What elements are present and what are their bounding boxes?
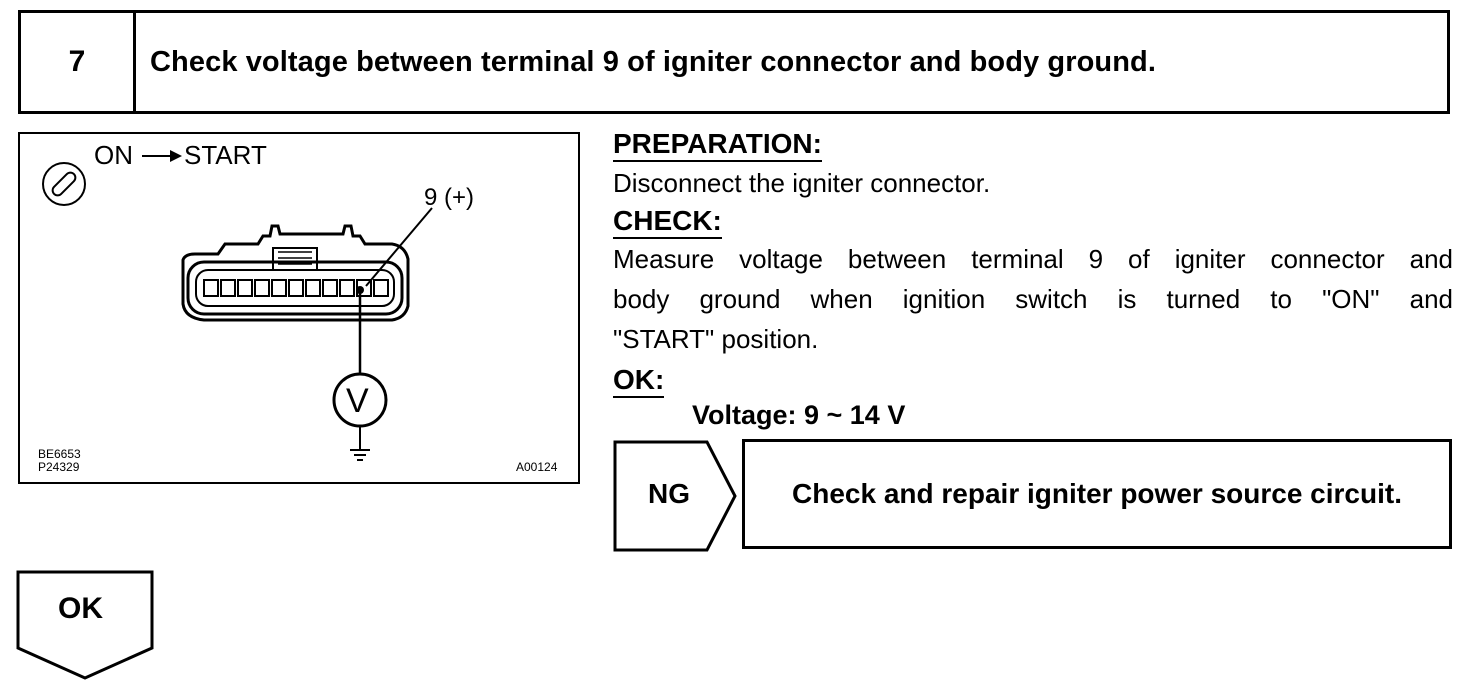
ok-heading: OK: [613, 364, 665, 398]
ignition-key-icon [42, 162, 86, 206]
ground-symbol-icon [350, 426, 370, 461]
ng-label: NG [648, 478, 690, 509]
preparation-heading: PREPARATION: [613, 128, 822, 162]
terminal-label: 9 (+) [424, 184, 475, 211]
preparation-text: Disconnect the igniter connector. [613, 168, 991, 198]
ok-label: OK [58, 592, 103, 625]
ignition-start-label: START [184, 140, 267, 170]
terminal-row [203, 279, 389, 297]
ok-arrow-shape [16, 570, 154, 680]
voltmeter-symbol: V [346, 382, 369, 420]
voltage-spec: Voltage: 9 ~ 14 V [692, 400, 906, 430]
connector-diagram [42, 150, 433, 461]
step-number: 7 [21, 13, 136, 111]
figure-code-3: A00124 [516, 460, 558, 474]
figure-code-1: BE6653 [38, 447, 81, 461]
igniter-connector [181, 224, 410, 322]
check-heading: CHECK: [613, 205, 722, 239]
ignition-on-label: ON [94, 140, 133, 170]
check-line-2: body ground when ignition switch is turn… [613, 284, 1453, 314]
connector-illustration: ON START 9 (+) V BE6653 P24329 A00124 [18, 132, 580, 484]
ng-arrow-shape [613, 440, 737, 552]
ng-action-box: Check and repair igniter power source ci… [742, 439, 1452, 549]
on-to-start-arrow [142, 150, 182, 162]
check-line-3: "START" position. [613, 324, 819, 354]
step-header: 7 Check voltage between terminal 9 of ig… [18, 10, 1450, 114]
terminal-leader-line [365, 207, 433, 287]
check-text: Measure voltage between terminal 9 of ig… [613, 239, 1453, 359]
figure-code-2: P24329 [38, 460, 80, 474]
check-line-1: Measure voltage between terminal 9 of ig… [613, 244, 1453, 274]
step-title: Check voltage between terminal 9 of igni… [150, 45, 1157, 78]
ng-action-text: Check and repair igniter power source ci… [792, 478, 1402, 509]
